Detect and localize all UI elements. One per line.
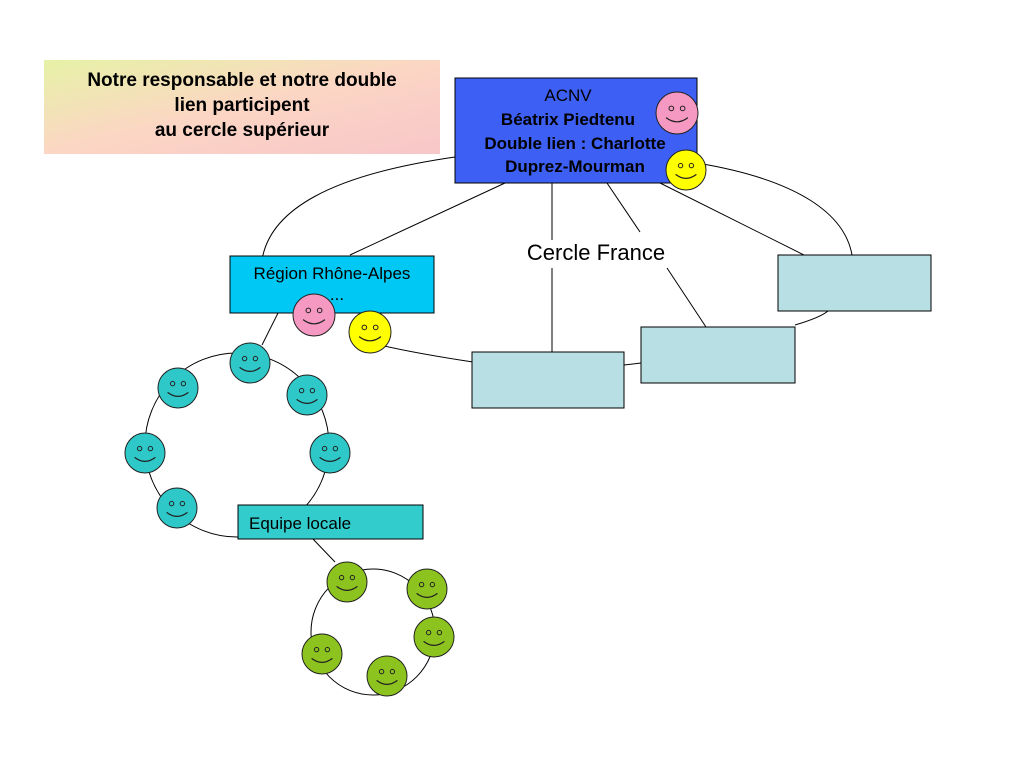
region-label: Région Rhône-Alpes — [254, 264, 411, 283]
note-line-1: Notre responsable et notre double — [87, 70, 396, 91]
local-team-box: Equipe locale — [237, 504, 424, 540]
acnv-line-responsable: Béatrix Piedtenu — [501, 110, 635, 129]
smiley-acnv-yellow-icon — [665, 149, 707, 191]
france-circle-lower-loop — [379, 344, 474, 363]
smiley-teal-2-icon — [157, 367, 199, 409]
cercle-france-label: Cercle France — [527, 240, 665, 265]
smiley-green-2-icon — [406, 568, 448, 610]
region-to-teal-loop — [261, 312, 279, 346]
smiley-teal-3-icon — [286, 374, 328, 416]
spoke-to-right-box — [659, 182, 807, 257]
smiley-acnv-pink-icon — [655, 91, 699, 135]
acnv-box: ACNV Béatrix Piedtenu Double lien : Char… — [454, 77, 698, 184]
connector-lines — [144, 156, 853, 696]
spoke-to-mid-box-upper — [606, 182, 641, 233]
note-box: Notre responsable et notre double lien p… — [44, 60, 440, 154]
acnv-line-double-lien: Double lien : Charlotte — [484, 134, 665, 153]
empty-box-right — [777, 254, 932, 312]
france-circle-outer-loop-right — [696, 162, 853, 256]
acnv-line-name: Duprez-Mourman — [505, 157, 645, 176]
spoke-to-region — [349, 182, 506, 256]
smiley-green-3-icon — [413, 616, 455, 658]
smiley-teal-4-icon — [124, 432, 166, 474]
empty-box-center — [471, 351, 625, 409]
france-circle-lower-right2 — [794, 310, 829, 326]
smiley-green-5-icon — [366, 655, 408, 697]
local-to-green-loop — [311, 537, 336, 563]
smileys — [124, 91, 707, 697]
spoke-to-mid-box-lower — [666, 267, 707, 328]
note-box-bg — [44, 60, 440, 154]
smiley-region-pink-icon — [292, 293, 336, 337]
smiley-green-1-icon — [326, 561, 368, 603]
france-circle-lower-right — [623, 362, 642, 366]
note-line-3: au cercle supérieur — [155, 120, 330, 141]
acnv-box-bg — [454, 77, 698, 184]
smiley-teal-6-icon — [156, 487, 198, 529]
acnv-title: ACNV — [544, 86, 592, 105]
local-team-box-bg — [237, 504, 424, 540]
empty-box-middle — [640, 326, 796, 384]
smiley-teal-1-icon — [229, 342, 271, 384]
note-line-2: lien participent — [174, 95, 310, 116]
local-team-label: Equipe locale — [249, 514, 351, 533]
smiley-green-4-icon — [301, 633, 343, 675]
smiley-region-yellow-icon — [348, 310, 392, 354]
region-sub: ... — [330, 285, 344, 304]
smiley-teal-5-icon — [309, 432, 351, 474]
france-circle-outer-loop — [261, 156, 456, 261]
